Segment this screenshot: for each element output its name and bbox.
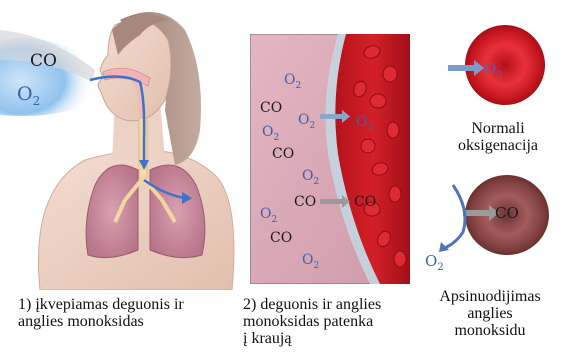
- normal-oxygenation-label: Normali oksigenacija: [448, 120, 548, 154]
- vessel-illustration: O2 CO O2 O2 O2 CO O2 CO CO O2 CO O2: [250, 34, 410, 284]
- caption-panel1-line2: anglies monoksidas: [18, 313, 243, 330]
- panel-normal-cell: O2: [440, 10, 550, 110]
- caption-panel2-line2: monoksidas patenka: [243, 313, 423, 330]
- rbc: [383, 66, 397, 82]
- poisoned-cell-illustration: CO O2: [415, 170, 555, 275]
- co-label: CO: [272, 146, 294, 162]
- o2-arrow: [448, 65, 474, 71]
- poison-label-line3: monoksidu: [430, 322, 550, 339]
- caption-panel2: 2) deguonis ir anglies monoksidas patenk…: [243, 296, 423, 347]
- co-label: CO: [495, 204, 519, 222]
- rbc: [394, 251, 406, 267]
- deflected-o2-arrow: [445, 185, 465, 248]
- normal-label-line1: Normali: [448, 120, 548, 137]
- rbc: [361, 139, 375, 153]
- rbc: [389, 186, 401, 202]
- co-label: CO: [294, 194, 316, 210]
- co-label: CO: [270, 230, 292, 246]
- panel-blood-vessel: O2 CO O2 O2 O2 CO O2 CO CO O2 CO O2: [250, 34, 410, 284]
- o2-label: O2: [425, 252, 444, 273]
- co-label: CO: [260, 100, 282, 116]
- caption-panel1-line1: 1) įkvepiamas deguonis ir: [18, 296, 243, 313]
- co-label-inside-vessel: CO: [354, 194, 376, 210]
- caption-panel2-line3: į kraują: [243, 330, 423, 347]
- co-poisoning-label: Apsinuodijimas anglies monoksidu: [430, 288, 550, 339]
- poison-label-line1: Apsinuodijimas: [430, 288, 550, 305]
- caption-panel1: 1) įkvepiamas deguonis ir anglies monoks…: [18, 296, 243, 330]
- rbc: [370, 94, 386, 108]
- normal-cell-illustration: O2: [440, 10, 550, 110]
- panel-poisoned-cell: CO O2: [415, 170, 555, 275]
- co-arrow: [463, 210, 489, 216]
- inhalation-illustration: CO O2: [0, 0, 240, 290]
- caption-panel2-line1: 2) deguonis ir anglies: [243, 296, 423, 313]
- co-label: CO: [30, 51, 57, 71]
- panel-inhalation: CO O2: [0, 0, 240, 290]
- normal-label-line2: oksigenacija: [448, 137, 548, 154]
- rbc: [387, 122, 399, 138]
- poison-label-line2: anglies: [430, 305, 550, 322]
